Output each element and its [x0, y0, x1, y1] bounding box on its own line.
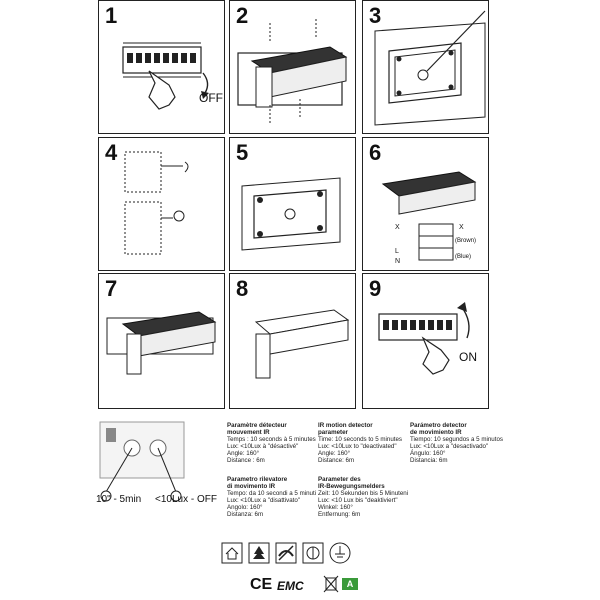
emc-mark: EMC — [277, 579, 304, 593]
step-number: 8 — [236, 276, 249, 301]
step-9-panel: 9 ON — [362, 273, 489, 409]
sensor-knobs-illustration — [99, 421, 185, 502]
params-de: Parameter des IR-Bewegungsmelders Zeit: … — [318, 476, 409, 518]
params-es: Parámetro detector de movimiento IR Tiem… — [410, 422, 503, 464]
step-7-panel: 7 — [98, 273, 225, 409]
params-it: Parametro rilevatore di movimento IR Tem… — [227, 476, 317, 518]
weee-bin-icon — [323, 575, 339, 593]
wire-l: L — [395, 248, 399, 255]
lamp-complete-illustration — [254, 309, 350, 379]
bracket-fixing-illustration — [241, 177, 341, 251]
step-number: 3 — [369, 3, 382, 28]
step-2-panel: 2 — [229, 0, 356, 134]
wire-n: N — [395, 258, 401, 265]
step-number: 7 — [105, 276, 118, 301]
time-knob-label: 10" - 5min — [96, 494, 142, 505]
wall-drilling-illustration — [124, 151, 189, 255]
breaker-switch-illustration — [122, 42, 209, 110]
energy-class: A — [346, 579, 354, 589]
step-5-panel: 5 — [229, 137, 356, 271]
step-number: 6 — [369, 140, 382, 165]
step-number: 2 — [236, 3, 249, 28]
step-1-panel: 1 OFF — [98, 0, 225, 134]
brown-wire-label: (Brown) — [455, 238, 477, 244]
safety-icons-row — [221, 542, 351, 566]
params-en: IR motion detector parameter Time: 10 se… — [318, 422, 403, 464]
house-icon — [221, 542, 243, 564]
double-insulation-icon — [302, 542, 324, 564]
lamp-mounted-illustration — [237, 19, 348, 125]
lux-knob-label: <10Lux - OFF — [155, 494, 217, 505]
step-6-panel: 6 X X L N (Brown) (Blue) — [362, 137, 489, 271]
wire-x-left: X — [395, 224, 400, 231]
wiring-illustration — [381, 171, 477, 261]
breaker-on-illustration — [378, 302, 470, 375]
tree-icon — [248, 542, 270, 564]
step-3-panel: 3 — [362, 0, 489, 134]
step-number: 4 — [105, 140, 118, 165]
step-number: 5 — [236, 140, 249, 165]
bracket-wall-illustration — [374, 10, 486, 126]
instruction-grid: 1 OFF 2 — [98, 0, 490, 411]
sensor-controls-figure — [96, 418, 188, 510]
off-label: OFF — [199, 91, 223, 105]
step-number: 1 — [105, 3, 118, 28]
lamp-tilt-illustration — [106, 311, 217, 375]
blue-wire-label: (Blue) — [455, 254, 472, 260]
step-number: 9 — [369, 276, 382, 301]
ce-mark: CE — [250, 576, 273, 593]
no-cover-icon — [275, 542, 297, 564]
wire-x-right: X — [459, 224, 464, 231]
ground-icon — [329, 542, 351, 564]
energy-label-badge: A — [342, 578, 358, 590]
on-label: ON — [459, 350, 477, 364]
step-4-panel: 4 — [98, 137, 225, 271]
params-fr: Paramètre détecteur mouvement IR Temps :… — [227, 422, 316, 464]
step-8-panel: 8 — [229, 273, 356, 409]
